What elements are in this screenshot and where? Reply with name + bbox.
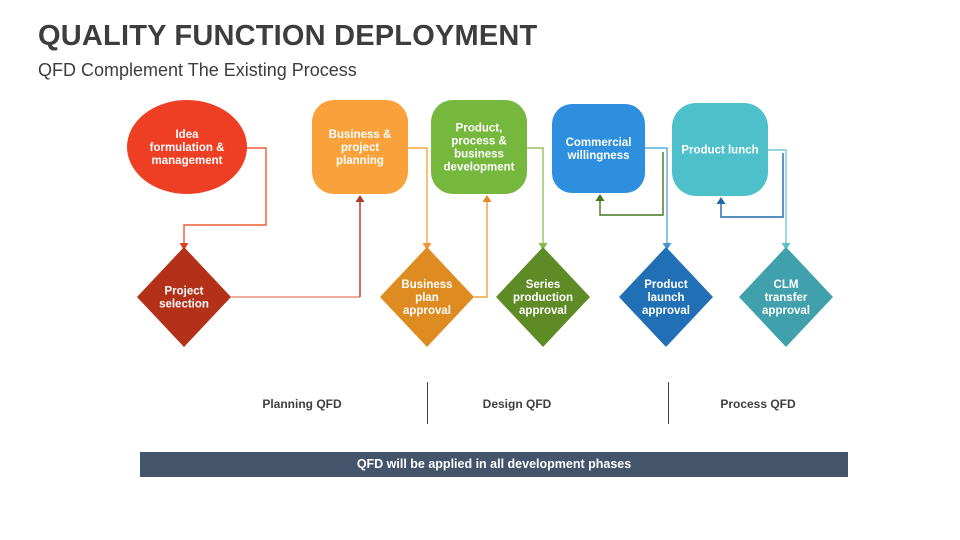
arrowhead-series-production-to-willingness (595, 194, 605, 201)
arrowhead-planning-to-business-plan-approval (422, 243, 432, 250)
node-project-selection (137, 247, 231, 347)
connector-development-to-series-production (527, 147, 544, 243)
section-label-process-qfd: Process QFD (720, 397, 796, 411)
arrowhead-project-selection-to-planning-v (355, 195, 365, 202)
footer-banner: QFD will be applied in all development p… (140, 452, 848, 477)
node-product-lunch (672, 103, 768, 196)
node-series-production-approval (496, 247, 590, 347)
node-business-plan-approval (380, 247, 474, 347)
node-commercial-willingness (552, 104, 645, 193)
node-clm-transfer-approval (739, 247, 833, 347)
node-label-product-lunch: Product lunch (681, 145, 758, 157)
arrowhead-product-launch-approval-to-product-lunch (716, 197, 726, 204)
arrowhead-business-plan-approval-to-development (482, 195, 492, 202)
node-idea-formulation (127, 100, 247, 194)
connector-willingness-to-product-launch-approval (645, 147, 668, 243)
connector-product-launch-approval-to-product-lunch (720, 153, 784, 218)
arrowhead-idea-to-project-selection (179, 243, 189, 250)
node-product-launch-approval (619, 247, 713, 347)
connector-series-production-to-willingness (599, 152, 664, 216)
connector-idea-to-project-selection (183, 147, 267, 243)
section-label-design-qfd: Design QFD (482, 397, 552, 411)
page-title: QUALITY FUNCTION DEPLOYMENT (38, 20, 538, 52)
section-divider (668, 382, 669, 424)
arrowhead-willingness-to-product-launch-approval (662, 243, 672, 250)
arrowhead-development-to-series-production (538, 243, 548, 250)
section-label-planning-qfd: Planning QFD (262, 397, 342, 411)
node-product-process-business-development (431, 100, 527, 194)
connector-business-plan-approval-to-development (474, 202, 488, 298)
arrowhead-product-lunch-to-clm-transfer (781, 243, 791, 250)
connector-product-lunch-to-clm-transfer (768, 149, 787, 243)
connector-planning-to-business-plan-approval (408, 147, 428, 243)
section-divider (427, 382, 428, 424)
node-business-project-planning (312, 100, 408, 194)
page-subtitle: QFD Complement The Existing Process (38, 60, 357, 80)
